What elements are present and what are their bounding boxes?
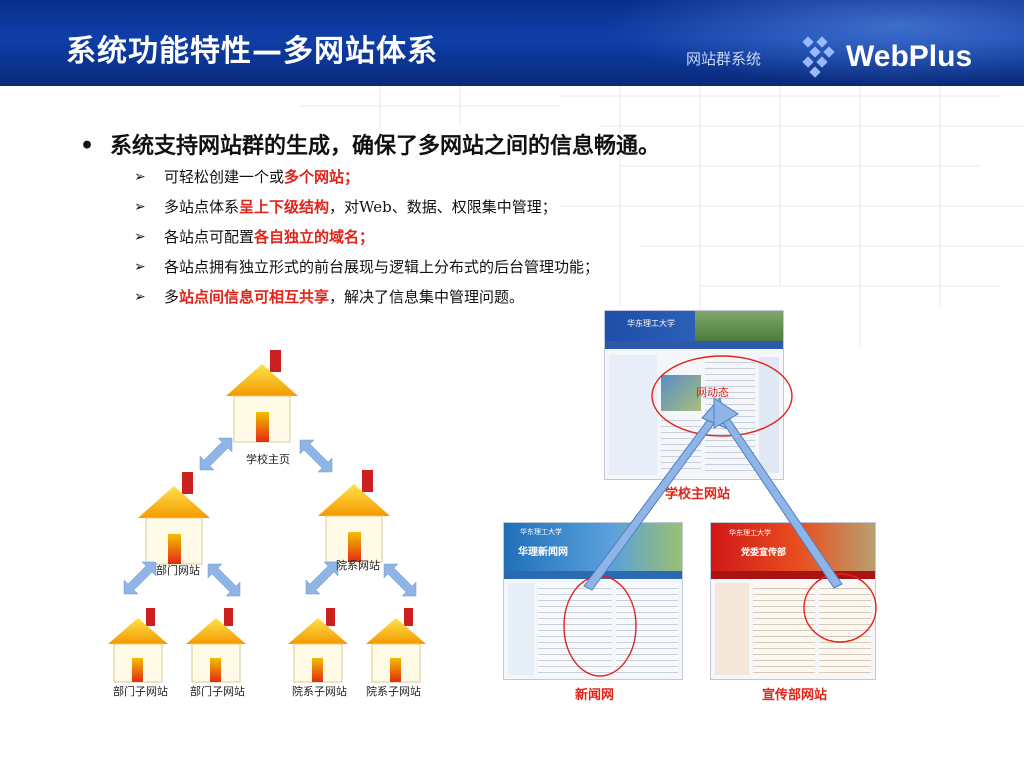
house-college-icon — [317, 469, 391, 563]
main-bullet: • 系统支持网站群的生成，确保了多网站之间的信息畅通。 — [80, 128, 660, 160]
site-hierarchy-diagram — [107, 349, 427, 683]
news-site-title: 华理新闻网 — [518, 547, 568, 558]
label-college-site: 院系网站 — [336, 559, 380, 572]
arrow-dept-sub2-icon — [207, 563, 241, 597]
label-dept-sub1: 部门子网站 — [113, 685, 168, 698]
header-bar: 系统功能特性—多网站体系 网站群系统 WebPlus — [0, 0, 1024, 86]
propaganda-site-label: 宣传部网站 — [762, 688, 828, 703]
house-root-icon — [225, 349, 299, 443]
propaganda-site-screenshot: 华东理工大学 党委宣传部 — [710, 522, 876, 680]
background-pattern — [300, 86, 1024, 346]
arrow-bullet-icon: ➢ — [134, 229, 146, 245]
arrow-bullet-icon: ➢ — [134, 169, 146, 185]
house-dept-sub1-icon — [107, 607, 169, 683]
arrow-bullet-icon: ➢ — [134, 259, 146, 275]
sharing-arrows — [583, 396, 843, 591]
sub-bullet-2: ➢ 多站点体系呈上下级结构，对Web、数据、权限集中管理； — [134, 198, 599, 228]
house-dept-sub2-icon — [185, 607, 247, 683]
sub-bullet-highlight: 多个网站； — [284, 168, 360, 186]
arrow-propaganda-to-main-icon — [713, 397, 843, 589]
arrow-root-dept-icon — [199, 437, 233, 471]
main-bullet-text: 系统支持网站群的生成，确保了多网站之间的信息畅通。 — [110, 133, 661, 159]
arrow-dept-sub1-icon — [123, 561, 157, 595]
slide-title: 系统功能特性—多网站体系 — [66, 34, 438, 69]
label-root: 学校主页 — [246, 453, 290, 466]
label-dept-sub2: 部门子网站 — [190, 685, 245, 698]
header-subtitle: 网站群系统 — [686, 50, 762, 68]
sub-bullet-5: ➢ 多站点间信息可相互共享，解决了信息集中管理问题。 — [134, 288, 599, 318]
highlight-circle-propaganda — [803, 573, 877, 643]
house-dept-icon — [137, 471, 211, 565]
sub-bullet-1: ➢ 可轻松创建一个或多个网站； — [134, 168, 599, 198]
sub-bullet-text: ，对Web、数据、权限集中管理； — [329, 198, 557, 216]
house-college-sub2-icon — [365, 607, 427, 683]
arrow-bullet-icon: ➢ — [134, 199, 146, 215]
news-site-university: 华东理工大学 — [520, 528, 562, 536]
highlight-circle-main — [651, 355, 793, 437]
logo-text: WebPlus — [846, 40, 973, 73]
label-college-sub2: 院系子网站 — [366, 685, 421, 698]
arrow-bullet-icon: ➢ — [134, 289, 146, 305]
propaganda-site-university: 华东理工大学 — [729, 529, 771, 537]
bullet-dot-icon: • — [80, 133, 95, 159]
sub-bullet-text: 可轻松创建一个或 — [164, 168, 285, 186]
sub-bullet-text: 多 — [164, 288, 180, 306]
sub-bullet-list: ➢ 可轻松创建一个或多个网站； ➢ 多站点体系呈上下级结构，对Web、数据、权限… — [134, 168, 599, 318]
sub-bullet-highlight: 各自独立的域名； — [254, 228, 375, 246]
main-site-banner: 华东理工大学 — [605, 311, 783, 341]
news-site-label: 新闻网 — [575, 688, 615, 703]
house-college-sub1-icon — [287, 607, 349, 683]
propaganda-site-banner: 华东理工大学 党委宣传部 — [711, 523, 875, 571]
sub-bullet-3: ➢ 各站点可配置各自独立的域名； — [134, 228, 599, 258]
arrow-news-to-main-icon — [583, 396, 727, 591]
news-site-banner: 华东理工大学 华理新闻网 — [504, 523, 682, 571]
label-dept-site: 部门网站 — [156, 564, 200, 577]
news-site-screenshot: 华东理工大学 华理新闻网 — [503, 522, 683, 680]
sub-bullet-text: ，解决了信息集中管理问题。 — [329, 288, 525, 306]
sub-bullet-4: ➢ 各站点拥有独立形式的前台展现与逻辑上分布式的后台管理功能； — [134, 258, 599, 288]
sub-bullet-highlight: 呈上下级结构 — [239, 198, 330, 216]
sub-bullet-text: 多站点体系 — [164, 198, 240, 216]
propaganda-site-title: 党委宣传部 — [741, 548, 787, 558]
logo-mark-icon — [802, 36, 835, 78]
sub-bullet-highlight: 站点间信息可相互共享 — [179, 288, 330, 306]
sub-bullet-text: 各站点拥有独立形式的前台展现与逻辑上分布式的后台管理功能； — [164, 258, 600, 276]
arrow-college-sub1-icon — [305, 561, 339, 595]
label-college-sub1: 院系子网站 — [292, 685, 347, 698]
main-site-overlay: 网动态 — [696, 386, 729, 399]
main-site-label: 学校主网站 — [665, 487, 731, 502]
main-site-university: 华东理工大学 — [627, 319, 675, 328]
main-site-screenshot: 华东理工大学 — [604, 310, 784, 480]
sub-bullet-text: 各站点可配置 — [164, 228, 255, 246]
arrow-college-sub2-icon — [383, 563, 417, 597]
arrow-root-college-icon — [299, 439, 333, 473]
webplus-logo: WebPlus — [800, 30, 1000, 80]
